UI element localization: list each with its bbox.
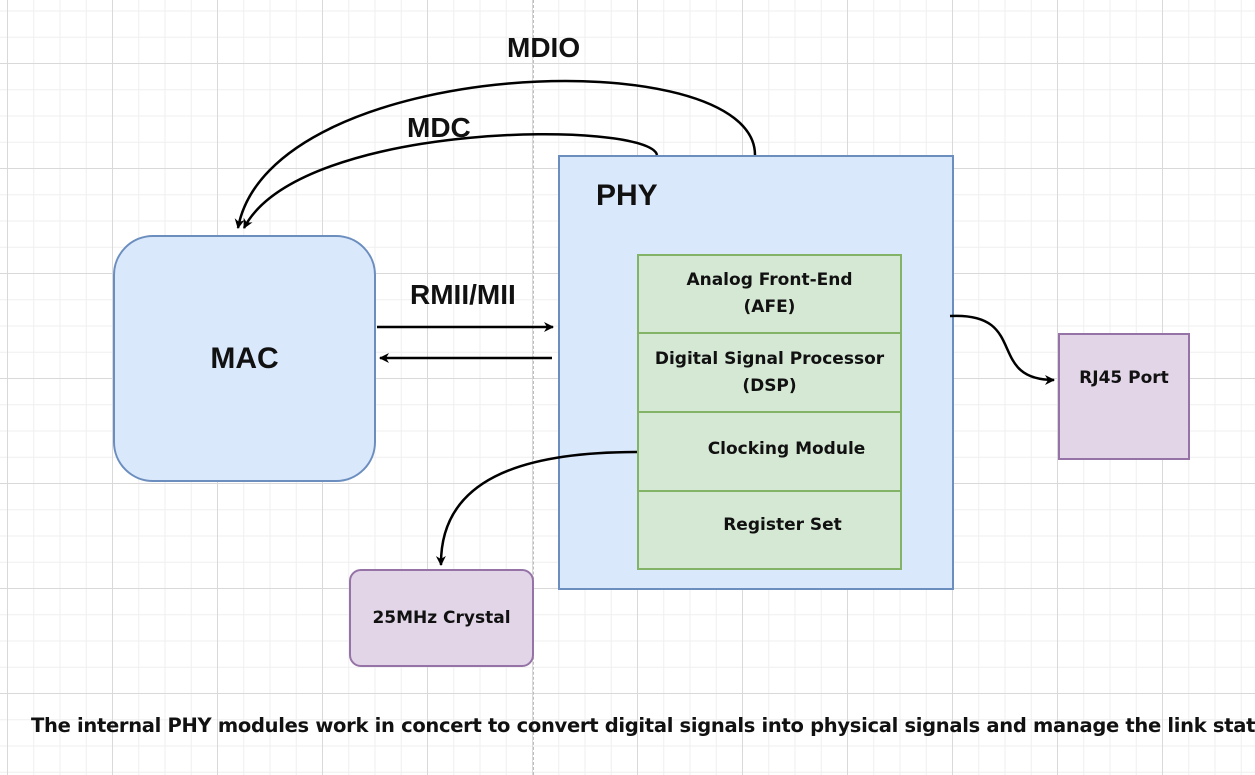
mdio-edge[interactable] [234,79,757,229]
dsp-label-line2: (DSP) [742,375,797,396]
register-set-label: Register Set [723,514,842,535]
afe-module[interactable]: Analog Front-End (AFE) [637,254,902,334]
rmii-label: RMII/MII [410,279,516,310]
crystal-label: 25MHz Crystal [372,608,511,628]
mdc-edge[interactable] [242,133,659,229]
phy-to-rj45-edge[interactable] [949,314,1055,385]
rj45-port-node[interactable]: RJ45 Port [1058,333,1190,460]
dsp-label-line1: Digital Signal Processor [654,348,885,369]
register-set-module[interactable]: Register Set [637,490,902,570]
center-guide-line [533,0,534,775]
mdio-label: MDIO [507,32,581,63]
caption-text: The internal PHY modules work in concert… [31,714,1255,737]
mdc-label: MDC [407,112,471,143]
clock-to-crystal-edge[interactable] [435,450,638,566]
clocking-module[interactable]: Clocking Module [637,411,902,492]
clocking-label: Clocking Module [707,439,866,459]
afe-label-line2: (AFE) [743,297,796,317]
dsp-module[interactable]: Digital Signal Processor (DSP) [637,332,902,413]
mac-node[interactable]: MAC [113,235,376,482]
rj45-label: RJ45 Port [1079,368,1169,388]
phy-label: PHY [596,179,658,212]
mac-label: MAC [210,341,279,375]
afe-label-line1: Analog Front-End [686,270,853,290]
crystal-node[interactable]: 25MHz Crystal [349,569,534,667]
